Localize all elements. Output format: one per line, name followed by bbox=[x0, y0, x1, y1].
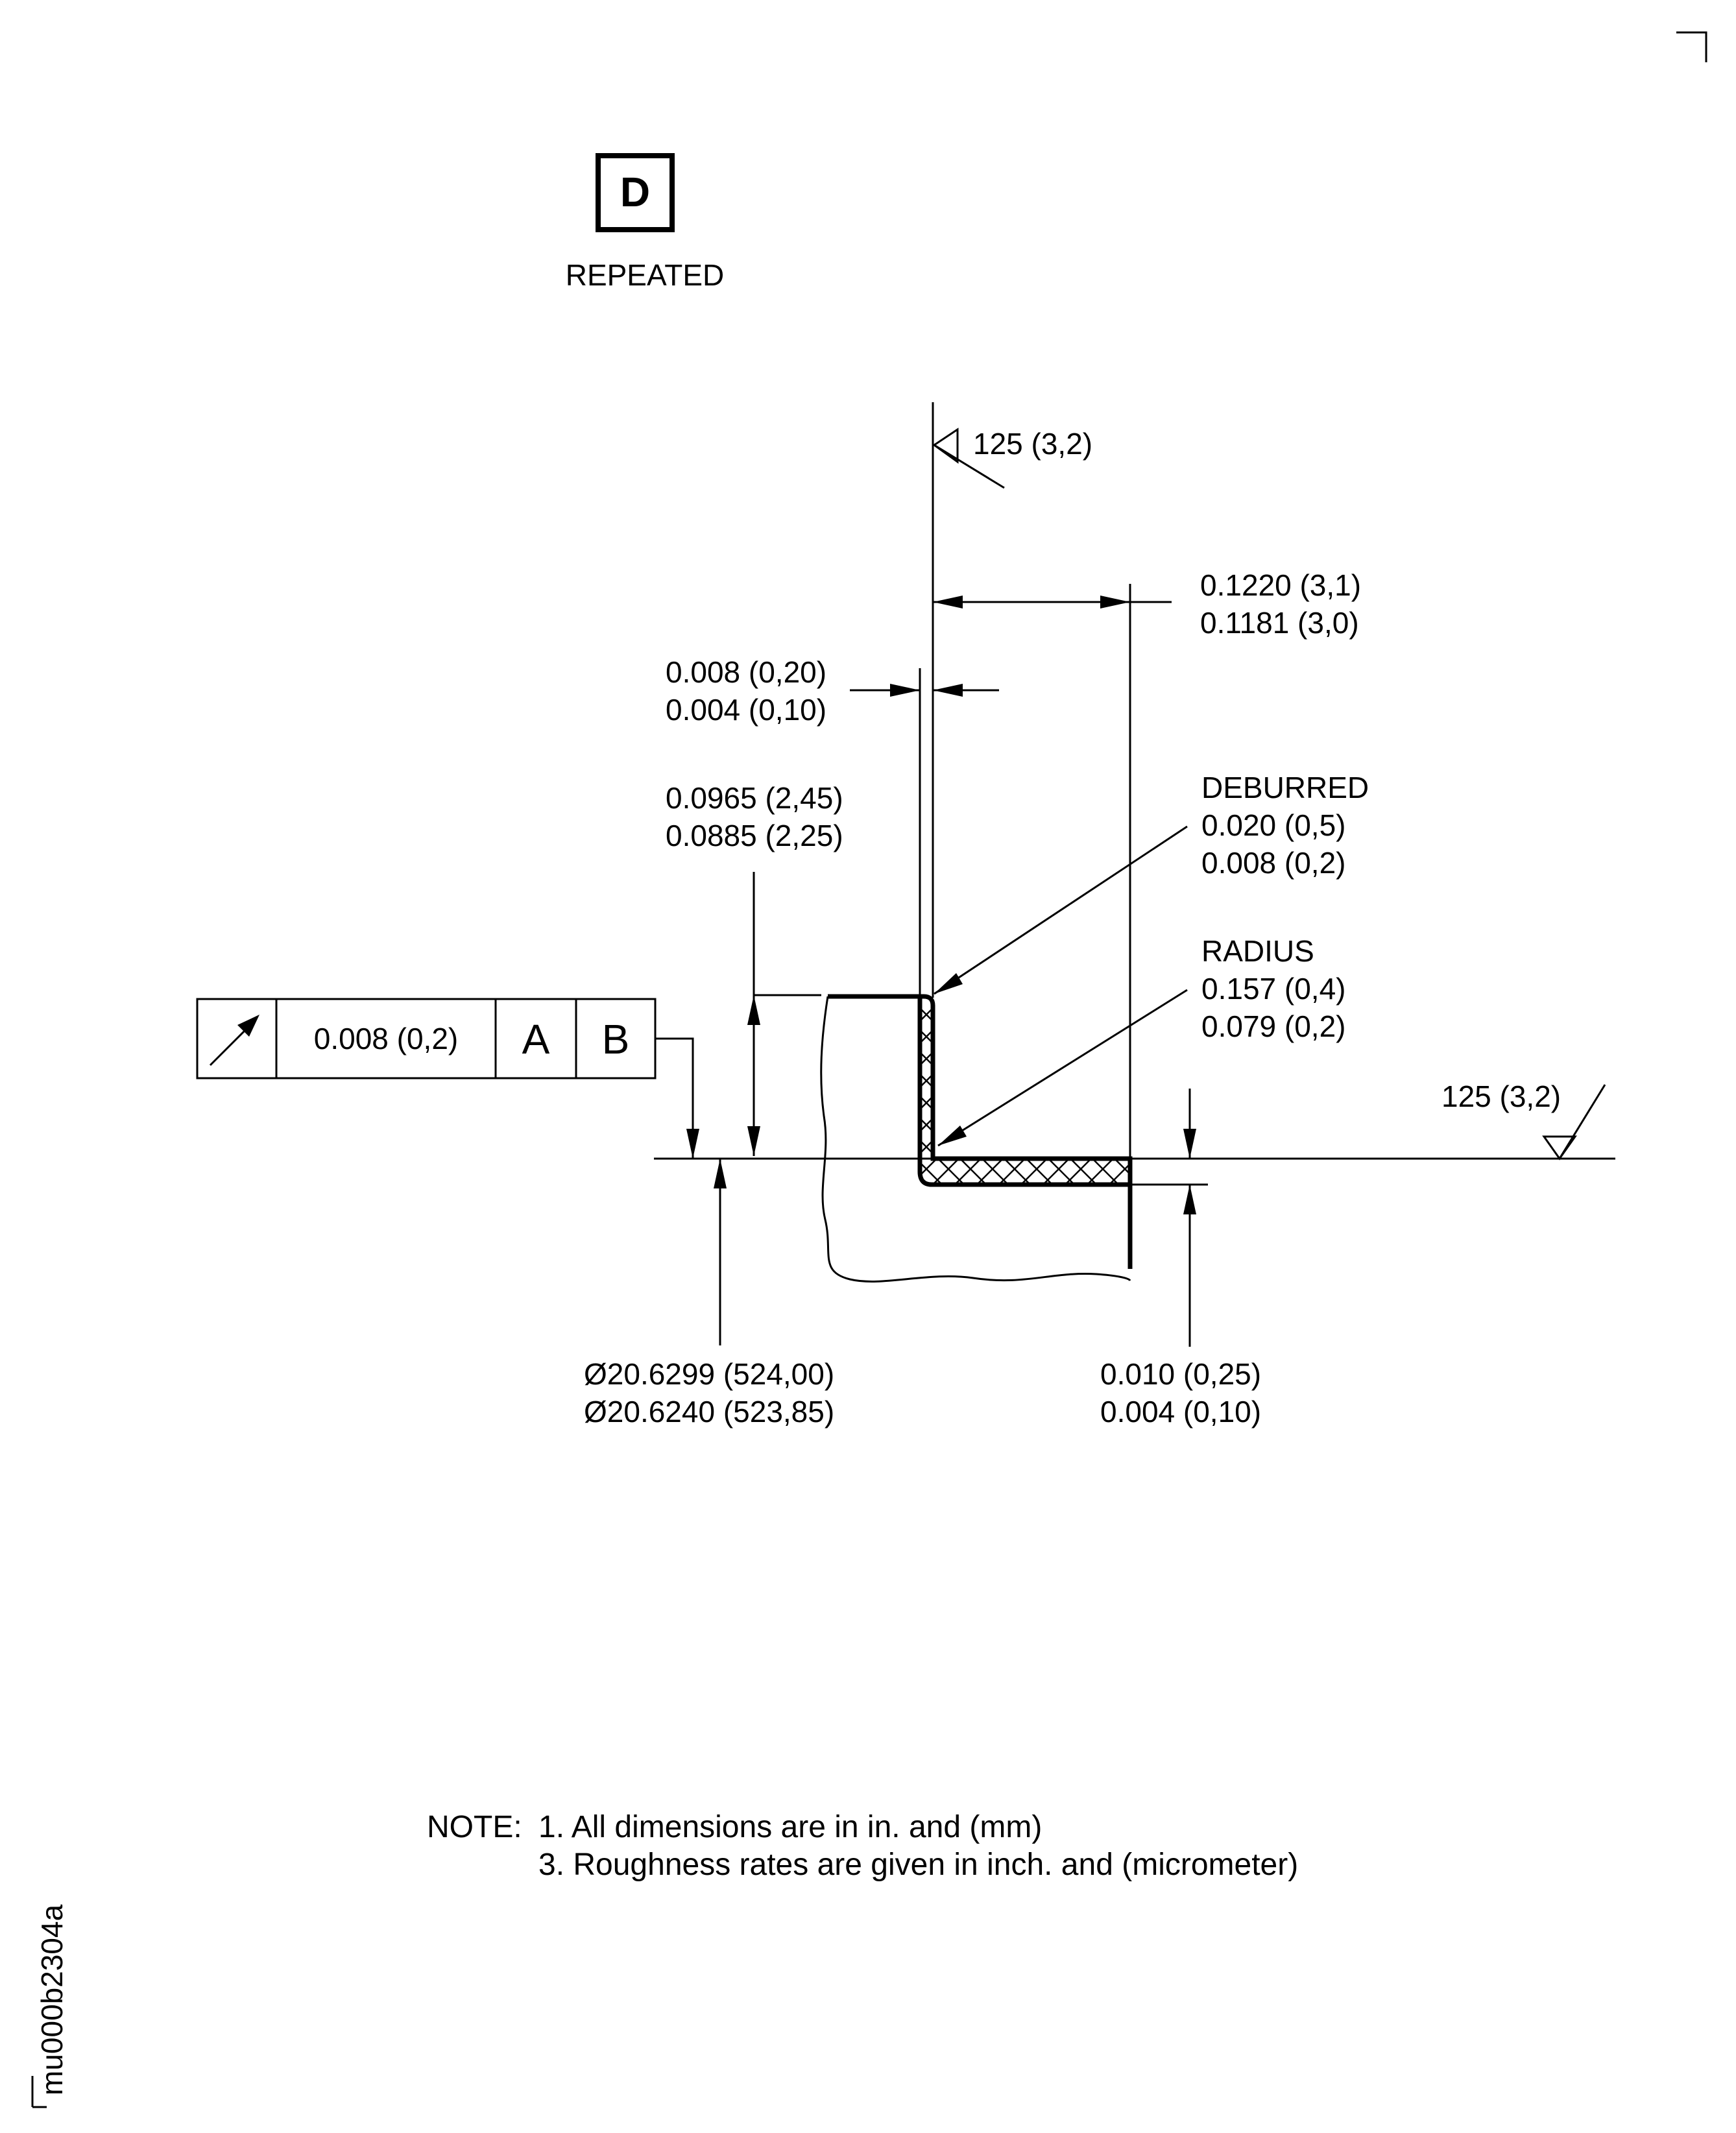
deburred-label: DEBURRED bbox=[1201, 771, 1369, 804]
deburred-callout: DEBURRED 0.020 (0,5) 0.008 (0,2) bbox=[934, 771, 1369, 995]
width-dimension: 0.1220 (3,1) 0.1181 (3,0) bbox=[933, 568, 1361, 640]
datum-a: A bbox=[522, 1016, 550, 1063]
diameter-max: Ø20.6299 (524,00) bbox=[584, 1357, 834, 1391]
note-line-2: 3. Roughness rates are given in inch. an… bbox=[538, 1848, 1298, 1882]
width-min: 0.1181 (3,0) bbox=[1200, 606, 1359, 640]
radius-label: RADIUS bbox=[1201, 934, 1314, 968]
diameter-dimension: Ø20.6299 (524,00) Ø20.6240 (523,85) bbox=[584, 1159, 834, 1428]
surface-finish-top-text: 125 (3,2) bbox=[973, 427, 1092, 461]
note-heading: NOTE: bbox=[427, 1810, 522, 1844]
surface-finish-right: 125 (3,2) bbox=[1441, 1079, 1606, 1161]
marker-caption: REPEATED bbox=[566, 258, 725, 292]
part-profile-outline bbox=[828, 994, 1133, 1187]
datum-b: B bbox=[602, 1016, 630, 1063]
wall-max: 0.008 (0,20) bbox=[666, 655, 826, 689]
height-min: 0.0885 (2,25) bbox=[666, 819, 843, 852]
radius-callout: RADIUS 0.157 (0,4) 0.079 (0,2) bbox=[937, 934, 1345, 1147]
surface-finish-right-text: 125 (3,2) bbox=[1441, 1079, 1561, 1113]
note-line-1: 1. All dimensions are in in. and (mm) bbox=[538, 1810, 1042, 1844]
part-hatch bbox=[920, 996, 1130, 1185]
wall-min: 0.004 (0,10) bbox=[666, 693, 826, 727]
drawing-id: mu000b2304a bbox=[35, 1904, 69, 2095]
feature-control-frame: 0.008 (0,2) A B bbox=[196, 998, 699, 1159]
flange-dimension: 0.010 (0,25) 0.004 (0,10) bbox=[1100, 1089, 1261, 1428]
height-dimension: 0.0965 (2,45) 0.0885 (2,25) bbox=[666, 781, 843, 1156]
marker-letter: D bbox=[620, 169, 650, 215]
deburred-max: 0.020 (0,5) bbox=[1201, 808, 1345, 842]
height-max: 0.0965 (2,45) bbox=[666, 781, 843, 815]
surface-finish-top: 125 (3,2) bbox=[932, 427, 1092, 489]
part-break-outline bbox=[820, 996, 1131, 1283]
radius-min: 0.079 (0,2) bbox=[1201, 1009, 1345, 1043]
marker-d: D REPEATED bbox=[566, 153, 725, 292]
tolerance-value: 0.008 (0,2) bbox=[314, 1022, 458, 1055]
surface-finish-top-icon bbox=[932, 428, 1005, 489]
diameter-min: Ø20.6240 (523,85) bbox=[584, 1395, 834, 1428]
marker-box bbox=[596, 153, 675, 232]
surface-finish-right-icon bbox=[1542, 1084, 1606, 1161]
flange-max: 0.010 (0,25) bbox=[1100, 1357, 1261, 1391]
radius-max: 0.157 (0,4) bbox=[1201, 972, 1345, 1006]
wall-dimension: 0.008 (0,20) 0.004 (0,10) bbox=[666, 655, 999, 727]
flange-min: 0.004 (0,10) bbox=[1100, 1395, 1261, 1428]
width-max: 0.1220 (3,1) bbox=[1200, 568, 1361, 602]
drawing-id-block: mu000b2304a bbox=[31, 1904, 69, 2108]
deburred-min: 0.008 (0,2) bbox=[1201, 846, 1345, 880]
notes: NOTE: 1. All dimensions are in in. and (… bbox=[427, 1810, 1298, 1882]
runout-arrow-icon bbox=[209, 1015, 259, 1066]
corner-mark bbox=[1676, 31, 1707, 62]
part-section bbox=[820, 994, 1133, 1283]
